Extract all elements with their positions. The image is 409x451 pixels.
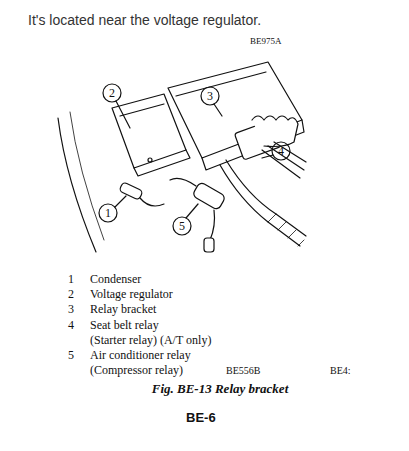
leader-line bbox=[262, 155, 273, 158]
part-name: Relay bracket bbox=[90, 302, 156, 317]
legend-number: 5 bbox=[68, 348, 74, 363]
part-name: Voltage regulator bbox=[90, 287, 173, 302]
body-panel-inner bbox=[70, 112, 104, 240]
figure-caption: Fig. BE-13 Relay bracket bbox=[152, 381, 289, 397]
condenser-lead bbox=[140, 198, 164, 206]
harness-tape bbox=[268, 214, 304, 246]
connector-wires bbox=[262, 142, 306, 178]
part-name: Seat belt relay bbox=[90, 318, 159, 333]
part-note: (Compressor relay) bbox=[90, 363, 183, 378]
part-name: Condenser bbox=[90, 272, 141, 287]
air-conditioner-relay bbox=[192, 182, 226, 211]
condenser bbox=[119, 182, 143, 200]
legend-number: 3 bbox=[68, 302, 74, 317]
legend-number: 2 bbox=[68, 287, 74, 302]
harness bbox=[220, 160, 306, 246]
part-note: (Starter relay) (A/T only) bbox=[90, 333, 211, 348]
callout-number: 5 bbox=[174, 218, 190, 234]
wire-plug bbox=[204, 238, 214, 252]
figure-code: BE4: bbox=[330, 365, 351, 376]
bracket-edge bbox=[176, 72, 304, 170]
leader-line bbox=[214, 104, 222, 116]
callout-circle bbox=[103, 84, 121, 102]
callout-number: 4 bbox=[273, 143, 289, 159]
figure-code: BE556B bbox=[226, 365, 260, 376]
page-number: BE-6 bbox=[186, 410, 216, 425]
callout-number: 3 bbox=[202, 88, 218, 104]
relay-wires bbox=[170, 178, 215, 240]
legend-number: 1 bbox=[68, 272, 74, 287]
callout-circle bbox=[272, 142, 290, 160]
part-name: Air conditioner relay bbox=[90, 348, 191, 363]
leader-line bbox=[115, 196, 126, 207]
legend-number: 4 bbox=[68, 318, 74, 333]
callout-number: 2 bbox=[104, 85, 120, 101]
relay-bracket bbox=[168, 62, 302, 158]
leader-line bbox=[186, 204, 198, 218]
body-panel bbox=[58, 118, 96, 252]
voltage-regulator bbox=[112, 94, 186, 168]
mounting-screw bbox=[148, 158, 152, 162]
leader-line bbox=[116, 101, 130, 128]
page-note: It's located near the voltage regulator. bbox=[28, 12, 261, 28]
callout-circle bbox=[173, 217, 191, 235]
callout-circle bbox=[99, 204, 117, 222]
figure-code: BE975A bbox=[250, 36, 282, 46]
regulator-edge bbox=[120, 104, 190, 176]
callout-number: 1 bbox=[100, 205, 116, 221]
callout-circle bbox=[201, 87, 219, 105]
